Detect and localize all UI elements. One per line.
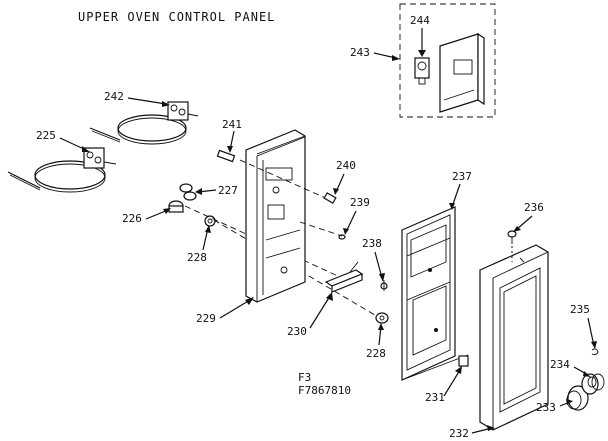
label-235: 235 [570, 303, 590, 316]
clip-231-icon [458, 355, 469, 367]
label-228a: 228 [187, 251, 207, 264]
label-226: 226 [122, 212, 142, 225]
thermostat-242-icon [89, 101, 199, 145]
spacer-240-icon [323, 192, 337, 204]
bracket-230-icon [324, 261, 364, 293]
label-242: 242 [104, 90, 124, 103]
diagram-title: UPPER OVEN CONTROL PANEL [78, 10, 275, 24]
pin-241-icon [216, 149, 236, 163]
label-228b: 228 [366, 347, 386, 360]
label-240: 240 [336, 159, 356, 172]
screw-238-icon [380, 280, 388, 291]
label-227: 227 [218, 184, 238, 197]
label-232: 232 [449, 427, 469, 440]
thermostat-225-icon [7, 147, 117, 193]
nut-228-right-icon [375, 312, 389, 324]
panel-237-icon [401, 206, 469, 381]
label-236: 236 [524, 201, 544, 214]
screw-236-icon [507, 230, 517, 244]
bezel-232-icon [479, 244, 549, 431]
label-225: 225 [36, 129, 56, 142]
switch-244-icon [414, 57, 430, 85]
knob-233-icon [566, 373, 605, 411]
label-231: 231 [425, 391, 445, 404]
label-234: 234 [550, 358, 570, 371]
label-238: 238 [362, 237, 382, 250]
figure-ref-2: F7867810 [298, 384, 351, 397]
label-230: 230 [287, 325, 307, 338]
label-237: 237 [452, 170, 472, 183]
label-243: 243 [350, 46, 370, 59]
label-239: 239 [350, 196, 370, 209]
nut-228-left-icon [204, 215, 216, 227]
figure-ref-1: F3 [298, 371, 311, 384]
label-229: 229 [196, 312, 216, 325]
bracket-229-icon [245, 129, 306, 303]
knob-226-icon [168, 200, 184, 213]
inset-detail-box: 244 [399, 3, 496, 118]
screw-239-icon [338, 234, 346, 240]
label-244: 244 [410, 14, 430, 27]
clip-235-icon [591, 348, 599, 356]
knob-227-icon [179, 183, 197, 201]
label-233: 233 [536, 401, 556, 414]
label-241: 241 [222, 118, 242, 131]
